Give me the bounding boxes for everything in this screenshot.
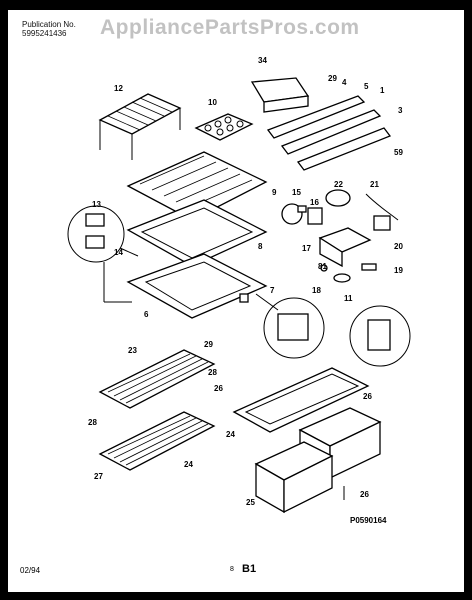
part-label: 29 xyxy=(204,340,213,349)
part-label: 15 xyxy=(292,188,301,197)
part-label: 5 xyxy=(364,82,369,91)
wire-rack-part xyxy=(98,93,182,160)
part-label: 1 xyxy=(380,86,385,95)
detail-callout-left xyxy=(67,205,125,263)
control-housing-side xyxy=(319,236,343,268)
part-label: 28 xyxy=(88,418,97,427)
part-label: 25 xyxy=(246,498,255,507)
screw-part xyxy=(320,264,328,272)
switch-detail xyxy=(367,319,391,351)
part-label: 81 xyxy=(318,262,327,271)
dairy-bin-part xyxy=(250,77,310,113)
part-label: 23 xyxy=(128,346,137,355)
part-label: 26 xyxy=(360,490,369,499)
part-label: 12 xyxy=(114,84,123,93)
part-label: 21 xyxy=(370,180,379,189)
lens-part xyxy=(361,263,377,271)
part-label: 19 xyxy=(394,266,403,275)
part-label: 34 xyxy=(258,56,267,65)
bracket-part xyxy=(85,213,105,227)
part-label: 24 xyxy=(184,460,193,469)
shelf-frame-part xyxy=(126,199,268,267)
part-label: 9 xyxy=(272,188,277,197)
thermostat-part xyxy=(307,207,323,225)
part-label: 27 xyxy=(94,472,103,481)
bracket-detail xyxy=(277,313,309,341)
hinge-part xyxy=(239,293,249,303)
glass-shelf-part xyxy=(126,151,268,221)
control-knob-part xyxy=(325,189,351,207)
part-label: 6 xyxy=(144,310,149,319)
part-label: 10 xyxy=(208,98,217,107)
part-label: 11 xyxy=(344,294,353,303)
part-label: 18 xyxy=(312,286,321,295)
crisper-cover-frame-part xyxy=(126,253,268,319)
shelf-rails-part xyxy=(266,95,392,171)
part-label: 20 xyxy=(394,242,403,251)
parts-diagram-sheet: Publication No. 5995241436 AppliancePart… xyxy=(8,10,464,592)
part-label: 7 xyxy=(270,286,275,295)
publication-label: Publication No. xyxy=(22,20,76,29)
revision-date: 02/94 xyxy=(20,566,41,575)
bracket-part xyxy=(85,235,105,249)
switch-part xyxy=(373,215,391,231)
part-label: 26 xyxy=(363,392,372,401)
part-label: 28 xyxy=(208,368,217,377)
crisper-cover-part xyxy=(232,367,370,433)
part-label: 8 xyxy=(258,242,263,251)
light-bulb-part xyxy=(281,203,307,225)
page-number-large: B1 xyxy=(242,563,257,575)
detail-callout-middle xyxy=(263,297,325,359)
part-label: 29 xyxy=(328,74,337,83)
egg-tray-part xyxy=(194,113,254,141)
part-label: 22 xyxy=(334,180,343,189)
part-label: 24 xyxy=(226,430,235,439)
exploded-view-drawing xyxy=(67,77,411,514)
part-label: 17 xyxy=(302,244,311,253)
crisper-drawer-left xyxy=(254,441,334,514)
part-label: 3 xyxy=(398,106,403,115)
wire-shelf-upper-part xyxy=(98,349,216,409)
publication-number: 5995241436 xyxy=(22,29,67,38)
wire-shelf-lower-part xyxy=(98,411,216,471)
detail-callout-right xyxy=(349,305,411,367)
part-label: 14 xyxy=(114,248,123,257)
knob-part xyxy=(333,273,351,283)
part-label: 4 xyxy=(342,78,347,87)
part-label: 13 xyxy=(92,200,101,209)
part-label: 16 xyxy=(310,198,319,207)
drawing-code: P0590164 xyxy=(350,516,387,525)
part-label: 26 xyxy=(214,384,223,393)
watermark: AppliancePartsPros.com xyxy=(100,16,360,39)
wire-harness-part xyxy=(365,193,399,221)
part-label: 59 xyxy=(394,148,403,157)
page-number-small: 8 xyxy=(230,566,234,573)
